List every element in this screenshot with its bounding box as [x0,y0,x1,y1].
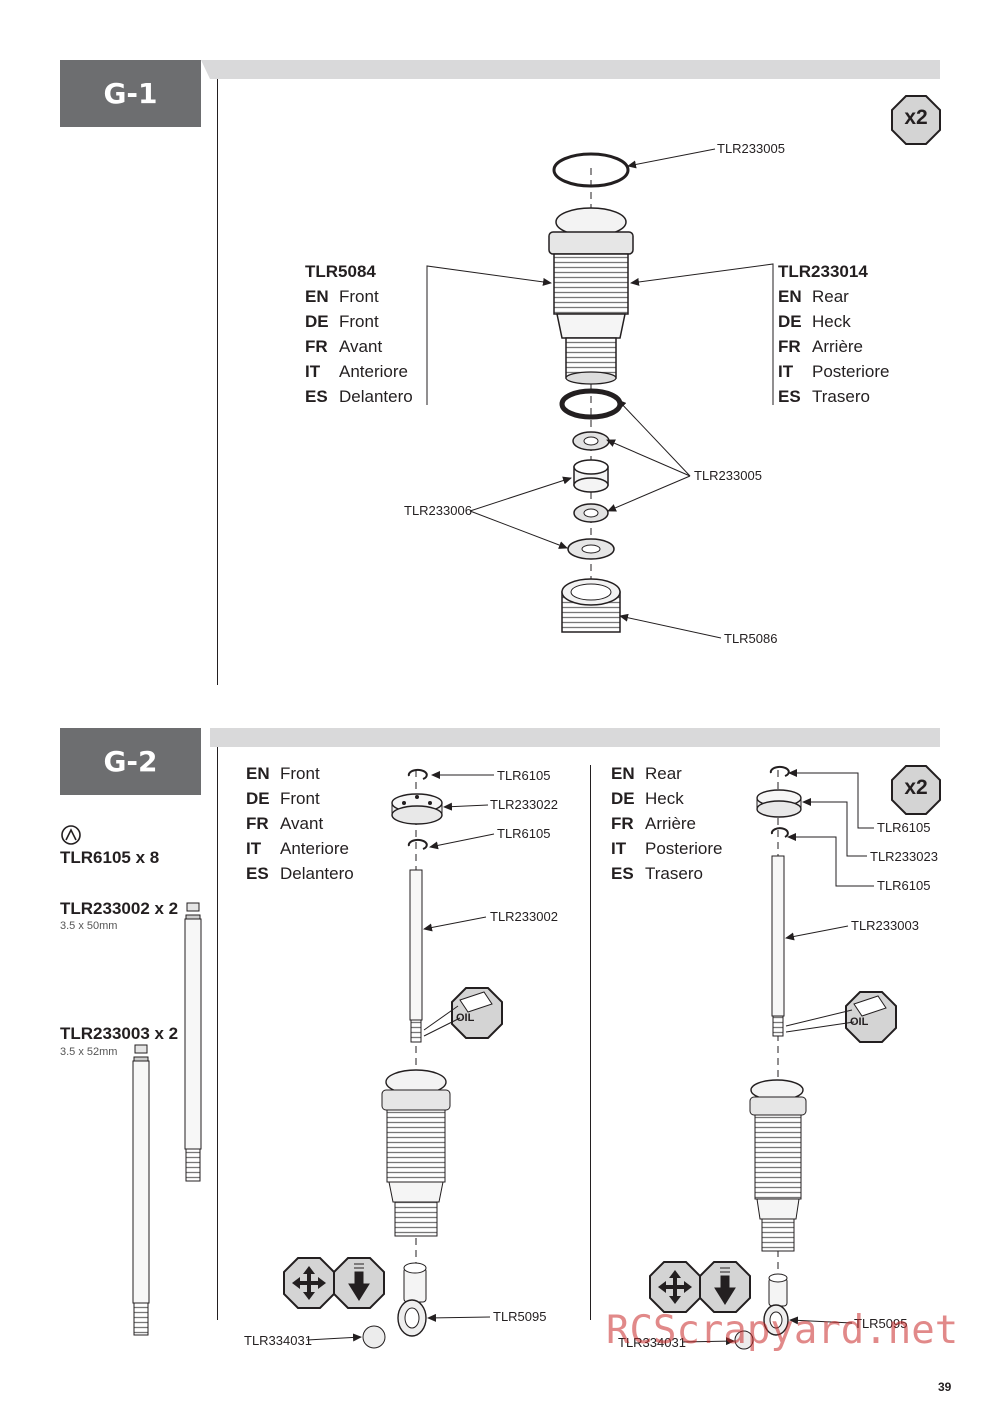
page-number: 39 [938,1380,952,1394]
divider-line [217,79,218,685]
callout-ball: TLR334031 [244,1333,312,1348]
oil-label: OIL [850,1016,869,1028]
step-tab-g1: G-1 [60,60,201,127]
divider-line [217,747,218,1320]
kit-item-dimension: 3.5 x 52mm [60,1046,118,1058]
part-number: TLR5084 [305,262,376,281]
oil-label: OIL [456,1012,475,1024]
callout-piston: TLR233023 [870,849,938,864]
callout-rod-end: TLR5095 [854,1316,908,1331]
callout-clip: TLR6105 [497,826,551,841]
callout-clip: TLR6105 [877,878,931,893]
step-label: G-2 [103,745,158,778]
quantity-badge: x2 [904,776,928,799]
callout-clip: TLR6105 [497,768,551,783]
kit-item-name: TLR6105 x 8 [60,848,160,867]
step-tab-g2: G-2 [60,728,201,795]
kit-item-name: TLR233002 x 2 [60,899,179,918]
callout-cap: TLR5086 [724,631,778,646]
callout-piston: TLR233022 [490,797,558,812]
quantity-badge: x2 [904,106,928,129]
callout-ball: TLR334031 [618,1335,686,1350]
watermark: RCScrapyard.net [606,1308,959,1353]
divider-line [590,765,591,1320]
kit-item-dimension: 3.5 x 50mm [60,920,118,932]
e-clip-icon [61,825,81,845]
callout-clip: TLR6105 [877,820,931,835]
callout-top-oring: TLR233005 [717,141,785,156]
step-label: G-1 [103,77,158,110]
kit-item-name: TLR233003 x 2 [60,1024,179,1043]
callout-shaft: TLR233003 [851,918,919,933]
callout-rod-end: TLR5095 [493,1309,547,1324]
callout-spacers: TLR233006 [404,503,472,518]
step-header-bar [210,728,940,747]
callout-orings: TLR233005 [694,468,762,483]
step-header-bar [210,60,940,79]
part-number: TLR233014 [778,262,868,281]
callout-shaft: TLR233002 [490,909,558,924]
